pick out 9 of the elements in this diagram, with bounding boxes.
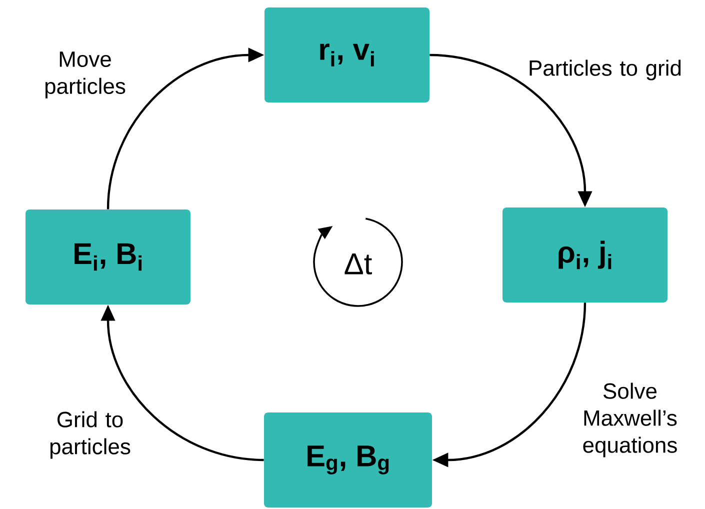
edge-label: Move particles <box>45 52 126 98</box>
edge-label: Grid to particles <box>50 411 130 459</box>
process-box: E$_{i}$, B$_{i}$ <box>26 210 190 304</box>
process-box: r$_{i}$, v$_{i}$ <box>264 8 430 102</box>
process-box: ρ$_{i}$, j$_{i}$ <box>502 208 668 302</box>
edge-label: Solve Maxwell’s equations <box>583 382 677 458</box>
time-step-label: Δt <box>344 254 372 274</box>
edge-label: Particles to grid <box>530 60 681 80</box>
process-box: E$_{g}$, B$_{g}$ <box>264 412 432 508</box>
